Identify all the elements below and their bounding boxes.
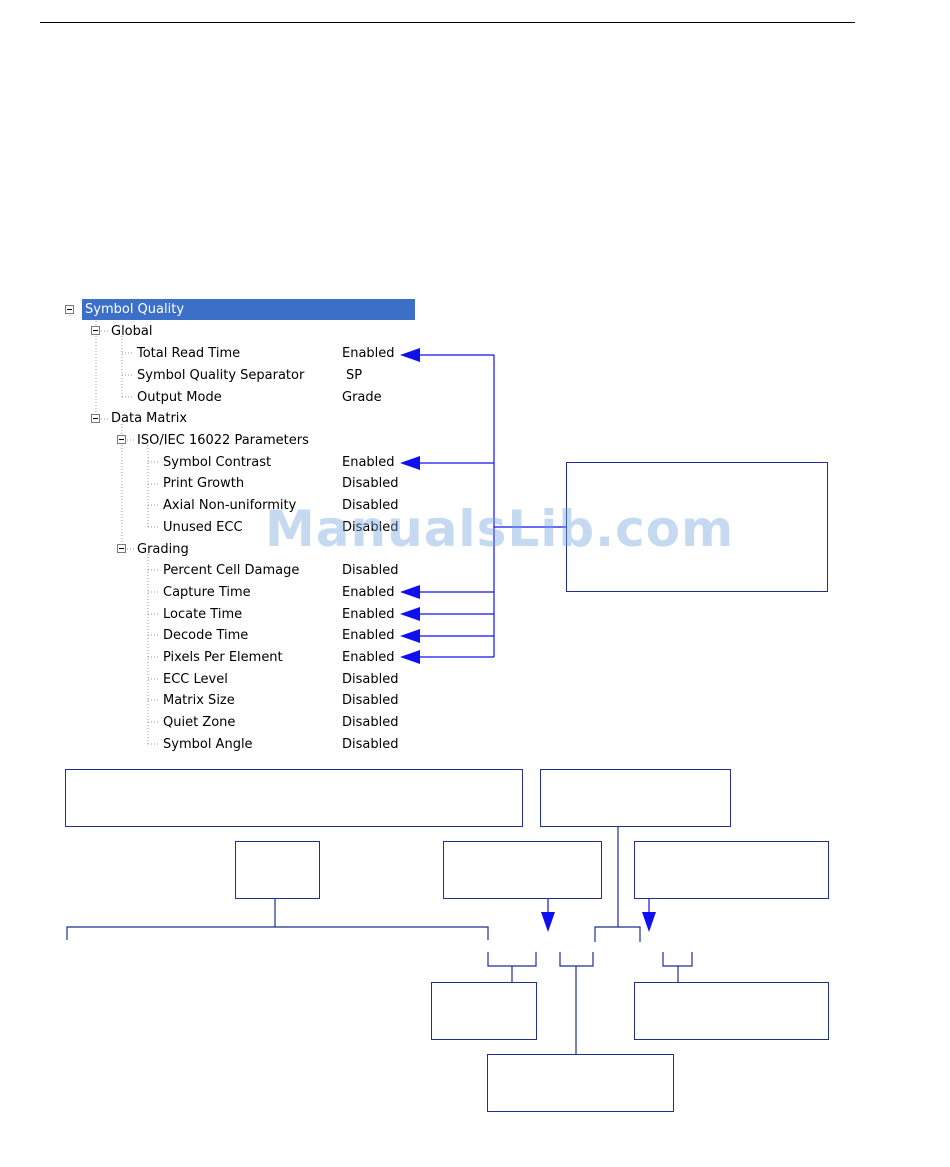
bracket-left-small xyxy=(487,952,537,967)
tree-item-value[interactable]: Disabled xyxy=(342,715,399,730)
tree-root-selected[interactable] xyxy=(82,299,415,320)
tree-item-label[interactable]: Capture Time xyxy=(163,585,251,600)
collapse-icon-iso-parameters[interactable] xyxy=(117,435,126,444)
bracket-upper xyxy=(594,926,641,942)
down-arrow-left-head xyxy=(541,912,555,932)
tree-item-label[interactable]: Unused ECC xyxy=(163,520,243,535)
callout-box-wide-top xyxy=(65,769,523,827)
arrowhead-capture-time xyxy=(400,585,420,599)
tree-item-value[interactable]: Disabled xyxy=(342,563,399,578)
tree-item-value[interactable]: Enabled xyxy=(342,607,395,622)
tree-item-label[interactable]: Matrix Size xyxy=(163,693,235,708)
down-arrow-right-head xyxy=(642,912,656,932)
arrowhead-total-read-time xyxy=(400,348,420,362)
tree-item-value[interactable]: Disabled xyxy=(342,737,399,752)
tree-item-label[interactable]: Quiet Zone xyxy=(163,715,236,730)
tree-item-value[interactable]: Disabled xyxy=(342,520,399,535)
callout-box-middle xyxy=(443,841,602,899)
tree-item-label[interactable]: Decode Time xyxy=(163,628,249,643)
tree-item-value[interactable]: Enabled xyxy=(342,455,395,470)
tree-item-value[interactable]: Disabled xyxy=(342,498,399,513)
collapse-icon-symbol-quality[interactable] xyxy=(65,305,74,314)
tree-node-symbol-quality[interactable]: Symbol Quality xyxy=(85,302,185,317)
watermark-text: ManualsLib.com xyxy=(265,500,735,558)
tree-item-value[interactable]: Disabled xyxy=(342,693,399,708)
tree-item-label[interactable]: Print Growth xyxy=(163,476,245,491)
callout-box-small xyxy=(235,841,320,899)
tree-item-label[interactable]: Axial Non-uniformity xyxy=(163,498,297,513)
callout-box-lower-left xyxy=(431,982,537,1040)
collapse-icon-global[interactable] xyxy=(91,326,100,335)
tree-item-label[interactable]: Symbol Angle xyxy=(163,737,253,752)
tree-item-value[interactable]: Grade xyxy=(342,390,382,405)
arrowhead-locate-time xyxy=(400,607,420,621)
tree-item-label[interactable]: ECC Level xyxy=(163,672,228,687)
tree-item-label[interactable]: Percent Cell Damage xyxy=(163,563,300,578)
arrowhead-symbol-contrast xyxy=(400,456,420,470)
collapse-icon-data-matrix[interactable] xyxy=(91,414,100,423)
callout-box-lower-right xyxy=(634,982,829,1040)
tree-node-data-matrix[interactable]: Data Matrix xyxy=(111,411,188,426)
collapse-icon-grading[interactable] xyxy=(117,544,126,553)
callout-box-top-right xyxy=(540,769,731,827)
header-rule xyxy=(40,22,855,23)
tree-item-label[interactable]: Locate Time xyxy=(163,607,243,622)
tree-item-value[interactable]: Enabled xyxy=(342,650,395,665)
callout-box-bottom-center xyxy=(487,1054,674,1112)
tree-item-label[interactable]: Total Read Time xyxy=(137,346,241,361)
tree-node-iso-parameters[interactable]: ISO/IEC 16022 Parameters xyxy=(137,433,309,448)
tree-item-label[interactable]: Symbol Quality Separator xyxy=(137,368,305,383)
tree-item-value[interactable]: Enabled xyxy=(342,628,395,643)
tree-item-value[interactable]: Disabled xyxy=(342,476,399,491)
tree-item-label[interactable]: Output Mode xyxy=(137,390,222,405)
tree-node-global[interactable]: Global xyxy=(111,324,153,339)
arrowhead-pixels-per-element xyxy=(400,650,420,664)
tree-item-value[interactable]: Enabled xyxy=(342,585,395,600)
tree-item-value[interactable]: Enabled xyxy=(342,346,395,361)
tree-item-label[interactable]: Symbol Contrast xyxy=(163,455,272,470)
tree-item-value[interactable]: Disabled xyxy=(342,672,399,687)
tree-item-label[interactable]: Pixels Per Element xyxy=(163,650,283,665)
callout-box-middle-right xyxy=(634,841,829,899)
callout-box-right xyxy=(566,462,828,592)
tree-item-value[interactable]: SP xyxy=(346,368,363,383)
bracket-long xyxy=(66,926,489,940)
arrowhead-decode-time xyxy=(400,629,420,643)
bracket-center xyxy=(559,952,594,967)
tree-node-grading[interactable]: Grading xyxy=(137,542,189,557)
bracket-right-small xyxy=(662,952,693,967)
